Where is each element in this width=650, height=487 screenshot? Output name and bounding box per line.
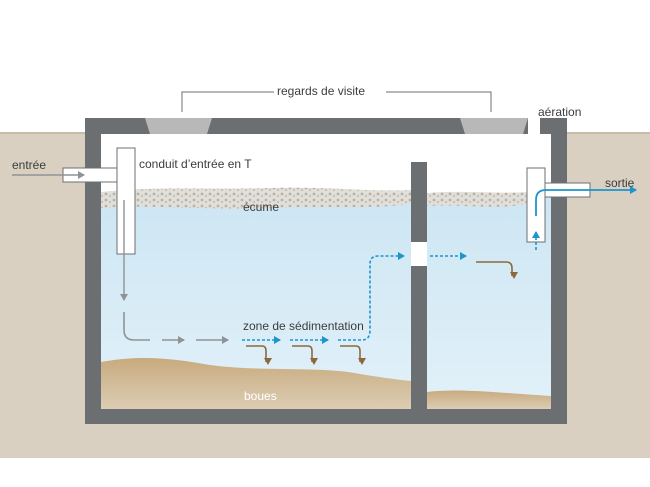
scum-layer-2 (427, 191, 527, 207)
manhole-cover-right (460, 118, 528, 134)
manholes-leader-line (181, 91, 492, 112)
settling-zone-label: zone de sédimentation (243, 319, 364, 333)
outlet-flow-arrow (535, 186, 637, 216)
vent-label: aération (538, 105, 582, 119)
inlet-label: entrée (12, 158, 47, 172)
inlet-tee-label: conduit d’entrée en T (139, 157, 252, 171)
sludge-layer-1 (101, 358, 411, 409)
inlet-flow-bend (123, 312, 150, 341)
baffle-wall-lower (411, 266, 427, 409)
sludge-label: boues (244, 389, 277, 403)
manhole-cover-left (145, 118, 212, 134)
settling-arrow-4 (476, 261, 518, 279)
manholes-label: regards de visite (277, 84, 366, 98)
settling-arrow-2 (292, 345, 318, 365)
settling-arrow-1 (246, 345, 272, 365)
settling-arrow-3 (340, 345, 366, 365)
baffle-wall-upper (411, 162, 427, 242)
outlet-label: sortie (605, 176, 635, 190)
scum-label: écume (243, 200, 280, 214)
inlet-tee-vertical (116, 147, 136, 255)
flow-arrow-blue-3 (338, 252, 405, 341)
vent-opening (528, 118, 540, 134)
sludge-layer-2 (427, 390, 551, 409)
scum-layer-1 (101, 187, 411, 209)
